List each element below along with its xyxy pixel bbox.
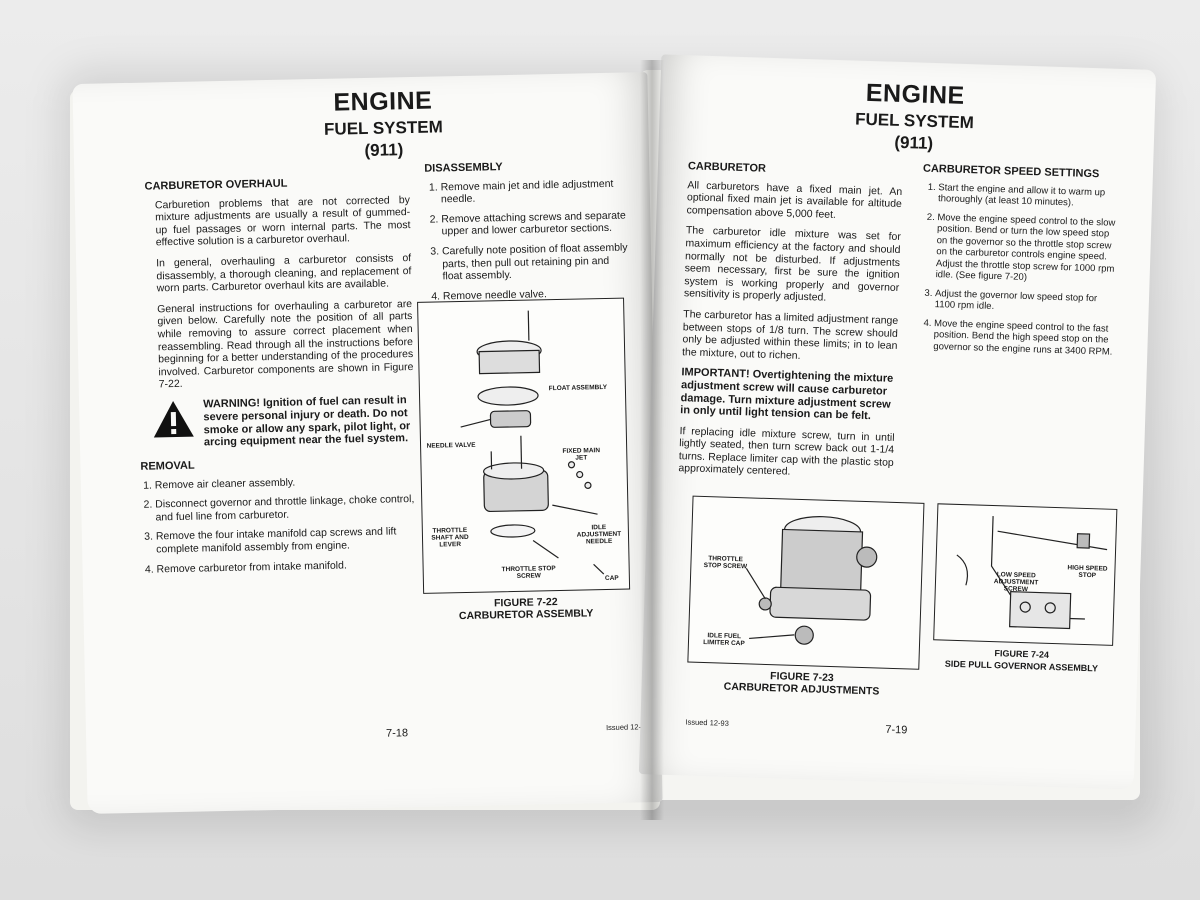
speed-settings-steps: Start the engine and allow it to warm up… <box>917 181 1122 358</box>
label-throttle-stop-screw: THROTTLE STOP SCREW <box>703 555 748 571</box>
header-model: (911) <box>364 140 404 160</box>
label-idle-fuel-limiter-cap: IDLE FUEL LIMITER CAP <box>703 632 745 648</box>
left-column: CARBURETOR OVERHAUL Carburetion problems… <box>124 175 417 583</box>
warning-triangle-icon <box>151 399 196 440</box>
governor-assembly-diagram <box>956 516 1108 630</box>
paragraph: The carburetor idle mixture was set for … <box>683 224 901 305</box>
list-item: Adjust the governor low speed stop for 1… <box>935 288 1120 317</box>
label-throttle-stop-screw: THROTTLE STOP SCREW <box>501 565 556 580</box>
warning-block: WARNING! Ignition of fuel can result in … <box>151 394 415 451</box>
paragraph: General instructions for overhauling a c… <box>157 297 414 391</box>
label-throttle-shaft: THROTTLE SHAFT AND LEVER <box>431 526 469 549</box>
label-needle-valve: NEEDLE VALVE <box>426 441 476 450</box>
removal-steps: Remove air cleaner assembly. Disconnect … <box>139 474 418 576</box>
right-column: DISASSEMBLY Remove main jet and idle adj… <box>424 158 632 310</box>
list-item: Move the engine speed control to the slo… <box>935 212 1121 287</box>
paragraph: All carburetors have a fixed main jet. A… <box>686 178 903 221</box>
figure-7-22-caption: FIGURE 7-22 CARBURETOR ASSEMBLY <box>423 595 628 623</box>
figure-7-24: LOW SPEED ADJUSTMENT SCREW HIGH SPEED ST… <box>933 503 1118 646</box>
section-heading-speed-settings: CARBURETOR SPEED SETTINGS <box>922 162 1100 181</box>
label-high-speed-stop: HIGH SPEED STOP <box>1067 564 1108 580</box>
list-item: Remove the four intake manifold cap scre… <box>156 525 417 556</box>
right-page: ENGINE FUEL SYSTEM (911) CARBURETOR All … <box>638 54 1157 790</box>
header-title: ENGINE <box>865 78 966 110</box>
section-heading-carb-overhaul: CARBURETOR OVERHAUL <box>144 177 288 193</box>
paragraph: Carburetion problems that are not correc… <box>154 193 411 249</box>
list-item: Remove attaching screws and separate upp… <box>441 209 630 238</box>
list-item: Disconnect governor and throttle linkage… <box>155 493 416 524</box>
page-number: 7-19 <box>885 723 908 737</box>
left-column: CARBURETOR All carburetors have a fixed … <box>678 160 903 490</box>
label-low-speed-adjustment-screw: LOW SPEED ADJUSTMENT SCREW <box>993 571 1039 594</box>
section-heading-disassembly: DISASSEMBLY <box>424 161 503 175</box>
label-fixed-main-jet: FIXED MAIN JET <box>562 447 601 462</box>
list-item: Remove main jet and idle adjustment need… <box>441 177 630 206</box>
list-item: Remove air cleaner assembly. <box>155 474 416 492</box>
section-heading-removal: REMOVAL <box>140 459 195 473</box>
issued-date: Issued 12-93 <box>685 717 729 728</box>
important-note: IMPORTANT! Overtightening the mixture ad… <box>680 366 894 423</box>
figure-7-23: THROTTLE STOP SCREW IDLE FUEL LIMITER CA… <box>687 495 925 670</box>
paragraph: In general, overhauling a carburetor con… <box>156 252 412 295</box>
figure-7-23-caption: FIGURE 7-23 CARBURETOR ADJUSTMENTS <box>686 668 917 699</box>
right-column: CARBURETOR SPEED SETTINGS Start the engi… <box>917 163 1123 365</box>
header-title: ENGINE <box>333 86 433 117</box>
label-cap: CAP <box>604 574 619 583</box>
list-item: Carefully note position of float assembl… <box>442 241 632 283</box>
header-model: (911) <box>894 132 934 153</box>
figure-7-22: FLOAT ASSEMBLY NEEDLE VALVE FIXED MAIN J… <box>417 297 631 594</box>
paragraph: The carburetor has a limited adjustment … <box>681 308 899 362</box>
book-spine <box>640 60 664 820</box>
list-item: Move the engine speed control to the fas… <box>933 318 1118 358</box>
carburetor-exploded-diagram <box>460 310 605 575</box>
label-idle-adjustment-needle: IDLE ADJUSTMENT NEEDLE <box>576 524 622 546</box>
right-page-header: ENGINE FUEL SYSTEM (911) <box>813 77 1015 156</box>
list-item: Start the engine and allow it to warm up… <box>938 182 1123 211</box>
left-page: ENGINE FUEL SYSTEM (911) CARBURETOR OVER… <box>72 72 663 814</box>
list-item: Remove carburetor from intake manifold. <box>156 558 417 576</box>
header-subtitle: FUEL SYSTEM <box>323 117 443 139</box>
paragraph: If replacing idle mixture screw, turn in… <box>678 424 895 479</box>
page-number: 7-18 <box>385 727 409 740</box>
label-float-assembly: FLOAT ASSEMBLY <box>548 383 608 393</box>
warning-text: WARNING! Ignition of fuel can result in … <box>203 394 411 449</box>
figure-7-24-caption: FIGURE 7-24 SIDE PULL GOVERNOR ASSEMBLY <box>932 645 1111 675</box>
section-heading-carburetor: CARBURETOR <box>687 160 767 175</box>
left-page-header: ENGINE FUEL SYSTEM (911) <box>263 85 504 163</box>
disassembly-steps: Remove main jet and idle adjustment need… <box>425 177 633 303</box>
carburetor-adjustment-diagram <box>745 516 878 645</box>
